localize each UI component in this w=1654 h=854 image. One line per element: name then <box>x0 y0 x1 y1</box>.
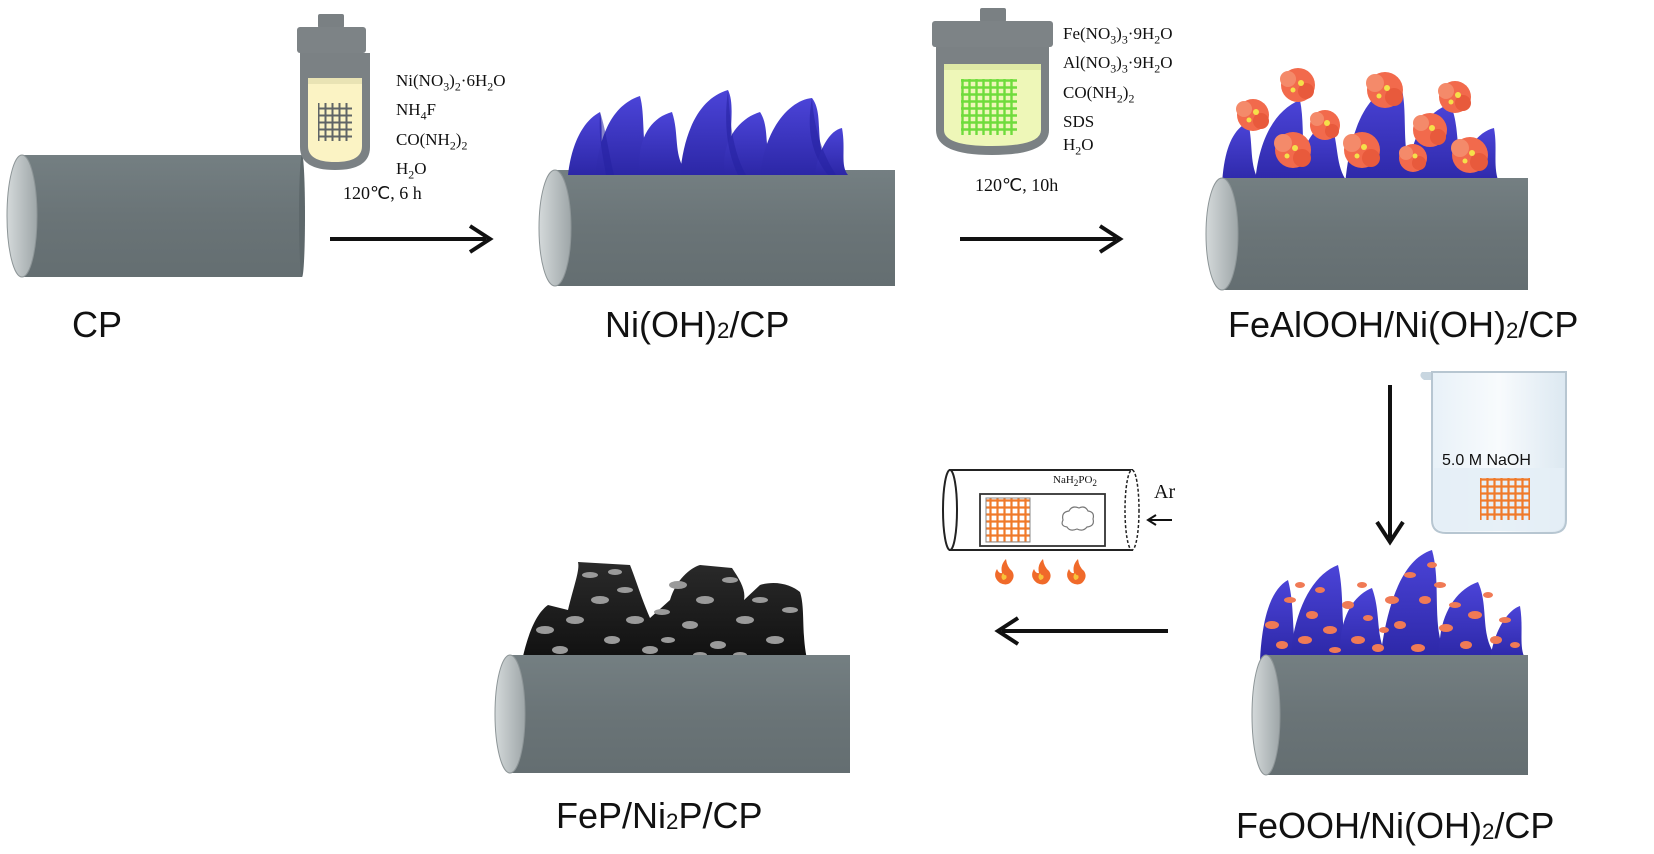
step2-reagent-4: H2O <box>1063 135 1094 158</box>
step2-reagent-1: Al(NO3)3·9H2O <box>1063 53 1173 76</box>
label-feooh: FeOOH/Ni(OH)2/CP <box>1236 805 1555 846</box>
label-cp: CP <box>72 304 123 345</box>
step2-reagent-3: SDS <box>1063 112 1095 132</box>
fep-sheet-array <box>520 562 810 670</box>
label-fep: FeP/Ni2P/CP <box>556 795 763 836</box>
mesh-orange-sample-icon <box>985 497 1031 543</box>
feooh-particles <box>1265 562 1520 653</box>
arrow-step-4 <box>994 616 1168 646</box>
fealooh-cylinder <box>1205 68 1528 291</box>
cloud-icon <box>1061 506 1095 531</box>
mesh-gray-icon <box>318 103 352 141</box>
step1-reagent-1: NH4F <box>396 100 436 123</box>
step2-reagent-0: Fe(NO3)3·9H2O <box>1063 24 1173 47</box>
label-fealooh: FeAlOOH/Ni(OH)2/CP <box>1228 304 1579 345</box>
fep-cylinder <box>494 562 850 774</box>
mesh-orange-icon <box>1480 478 1530 520</box>
step1-reagent-2: CO(NH2)2 <box>396 129 468 153</box>
step2-condition: 120℃, 10h <box>975 175 1059 195</box>
tube-furnace-icon <box>942 469 1172 585</box>
flame-icons <box>995 559 1086 585</box>
beaker-label: 5.0 M NaOH <box>1442 452 1531 469</box>
arrow-step-3 <box>1375 385 1405 546</box>
beaker-icon <box>1420 371 1567 534</box>
arrow-step-1 <box>330 224 494 254</box>
label-ni-oh2-cp: Ni(OH)2/CP <box>605 304 790 345</box>
mesh-green-icon <box>961 79 1017 135</box>
step1-reagents: Ni(NO3)2·6H2O NH4F CO(NH2)2 H2O <box>396 69 505 187</box>
arrow-step-2 <box>960 224 1124 254</box>
feooh-cylinder <box>1251 550 1528 776</box>
autoclave-2 <box>932 8 1053 155</box>
cp-cylinder <box>6 154 305 278</box>
step2-reagents: Fe(NO3)3·9H2O Al(NO3)3·9H2O CO(NH2)2 SDS… <box>1063 22 1172 163</box>
step1-reagent-0: Ni(NO3)2·6H2O <box>396 71 506 94</box>
step1-condition: 120℃, 6 h <box>343 183 422 203</box>
autoclave-1 <box>297 14 370 170</box>
ni-oh2-cp-cylinder <box>538 90 895 287</box>
flower-particles <box>1236 68 1488 173</box>
step1-reagent-3: H2O <box>396 159 427 182</box>
ar-gas-label: Ar <box>1154 481 1176 503</box>
furnace-reagent: NaH2PO2 <box>1053 474 1097 489</box>
ar-flow-arrow <box>1146 514 1172 526</box>
step2-reagent-2: CO(NH2)2 <box>1063 82 1135 106</box>
